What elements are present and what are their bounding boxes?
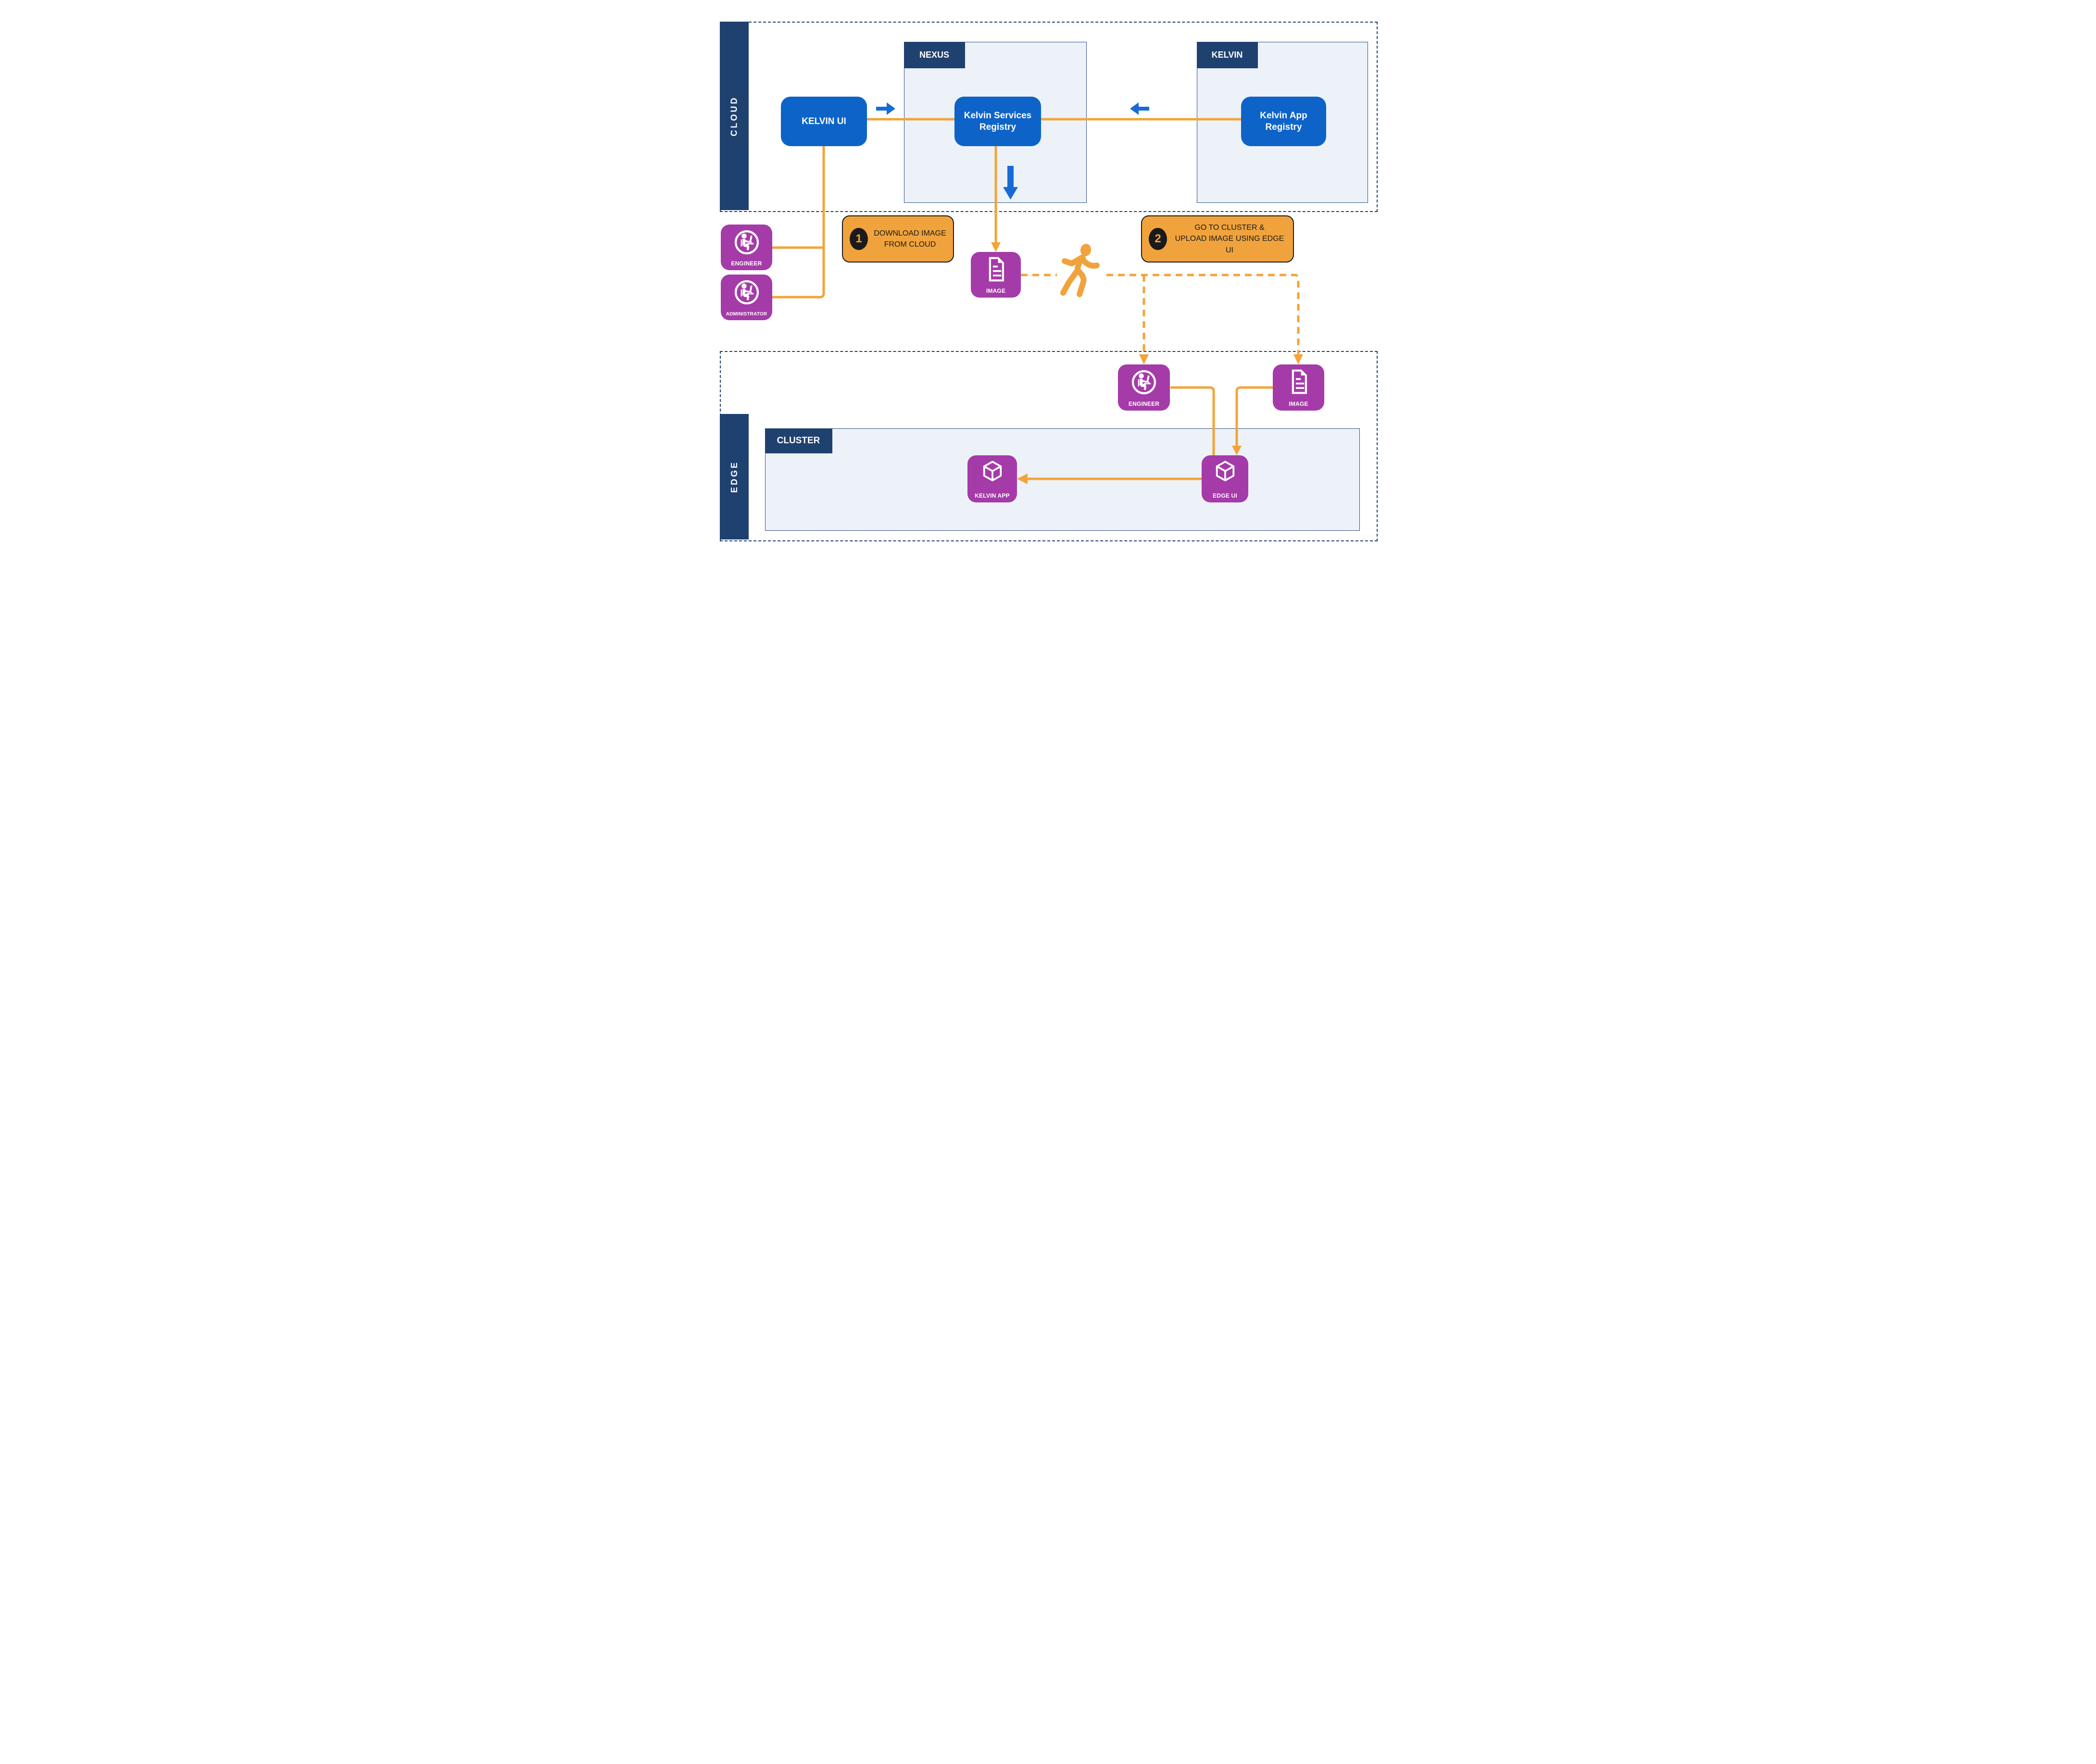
step2-text-line1: GO TO CLUSTER &: [1194, 224, 1265, 232]
blue-arrow-right-icon: [876, 102, 895, 115]
connector-kelvinui-users-trunk: [772, 146, 825, 299]
nexus-tab-label: NEXUS: [919, 50, 949, 60]
nexus-tab: NEXUS: [904, 41, 965, 68]
kelvin-ui-label: KELVIN UI: [802, 116, 846, 126]
cluster-tab: CLUSTER: [765, 428, 832, 453]
step1-number-badge: 1: [850, 228, 868, 250]
edge-region-bar: EDGE: [720, 414, 749, 539]
cloud-region-bar: CLOUD: [720, 22, 749, 210]
document-icon: [989, 257, 1004, 282]
kelvin-app-registry-node: Kelvin App Registry: [1241, 97, 1326, 146]
diagram-canvas: CLOUD EDGE NEXUS KELVIN CLUSTER: [699, 0, 1397, 588]
person-at-desk-icon: [1131, 370, 1156, 395]
image-cloud-label: IMAGE: [986, 288, 1006, 294]
edge-region-label: EDGE: [729, 460, 739, 493]
arrowhead-into-edge-engineer: [1139, 354, 1149, 364]
kelvin-tab-label: KELVIN: [1211, 50, 1243, 60]
kelvin-ui-node: KELVIN UI: [781, 97, 867, 146]
arrowhead-into-edgeui: [1232, 446, 1242, 455]
step1-text-line1: DOWNLOAD IMAGE: [874, 229, 946, 238]
administrator-icon: ADMINISTRATOR: [721, 275, 772, 320]
connector-edge-image-to-edgeui: [1235, 386, 1273, 446]
kelvin-app-icon: KELVIN APP: [967, 455, 1017, 502]
cube-icon: [983, 461, 1002, 482]
document-icon: [1292, 369, 1307, 394]
step1-callout: 1 DOWNLOAD IMAGE FROM CLOUD: [842, 215, 954, 263]
edge-ui-label: EDGE UI: [1213, 492, 1237, 499]
dashed-walker-to-edge-image: [1106, 274, 1300, 355]
connectors-layer: [772, 102, 1303, 484]
blue-arrow-left-icon: [1130, 102, 1149, 115]
walking-person-icon: [1060, 244, 1100, 297]
arrowhead-into-kelvinapp: [1017, 474, 1028, 484]
edge-ui-icon: EDGE UI: [1202, 455, 1248, 502]
image-cloud-icon: IMAGE: [971, 252, 1021, 298]
step2-text-line2: UPLOAD IMAGE USING EDGE UI: [1175, 235, 1284, 254]
arrowhead-into-edge-image: [1293, 354, 1303, 364]
step2-text: GO TO CLUSTER & UPLOAD IMAGE USING EDGE …: [1173, 222, 1286, 256]
engineer-edge-label: ENGINEER: [1128, 400, 1160, 407]
kelvin-tab: KELVIN: [1196, 41, 1258, 68]
blue-arrow-down-icon: [1003, 166, 1018, 200]
kelvin-app-label: KELVIN APP: [975, 492, 1010, 499]
engineer-edge-icon: ENGINEER: [1118, 364, 1170, 411]
cluster-tab-label: CLUSTER: [777, 435, 820, 446]
image-edge-label: IMAGE: [1289, 400, 1308, 407]
kelvin-app-registry-label: Kelvin App Registry: [1260, 110, 1307, 132]
cube-icon: [1216, 461, 1234, 482]
step1-text: DOWNLOAD IMAGE FROM CLOUD: [874, 228, 946, 250]
step2-callout: 2 GO TO CLUSTER & UPLOAD IMAGE USING EDG…: [1141, 215, 1294, 263]
image-edge-icon: IMAGE: [1273, 364, 1324, 411]
connector-edge-engineer-to-edgeui: [1170, 386, 1215, 455]
person-at-desk-icon: [734, 280, 759, 305]
person-at-desk-icon: [734, 230, 759, 255]
engineer-cloud-label: ENGINEER: [731, 260, 762, 267]
engineer-cloud-icon: ENGINEER: [721, 225, 772, 270]
cloud-region-label: CLOUD: [729, 96, 739, 136]
administrator-label: ADMINISTRATOR: [726, 312, 767, 317]
kelvin-services-registry-label: Kelvin Services Registry: [964, 110, 1032, 132]
step2-number-badge: 2: [1149, 228, 1167, 250]
cluster-container: CLUSTER: [765, 428, 1360, 531]
kelvin-services-registry-node: Kelvin Services Registry: [954, 97, 1041, 146]
step1-text-line2: FROM CLOUD: [884, 240, 936, 249]
arrowhead-into-cloud-image: [991, 242, 1001, 252]
